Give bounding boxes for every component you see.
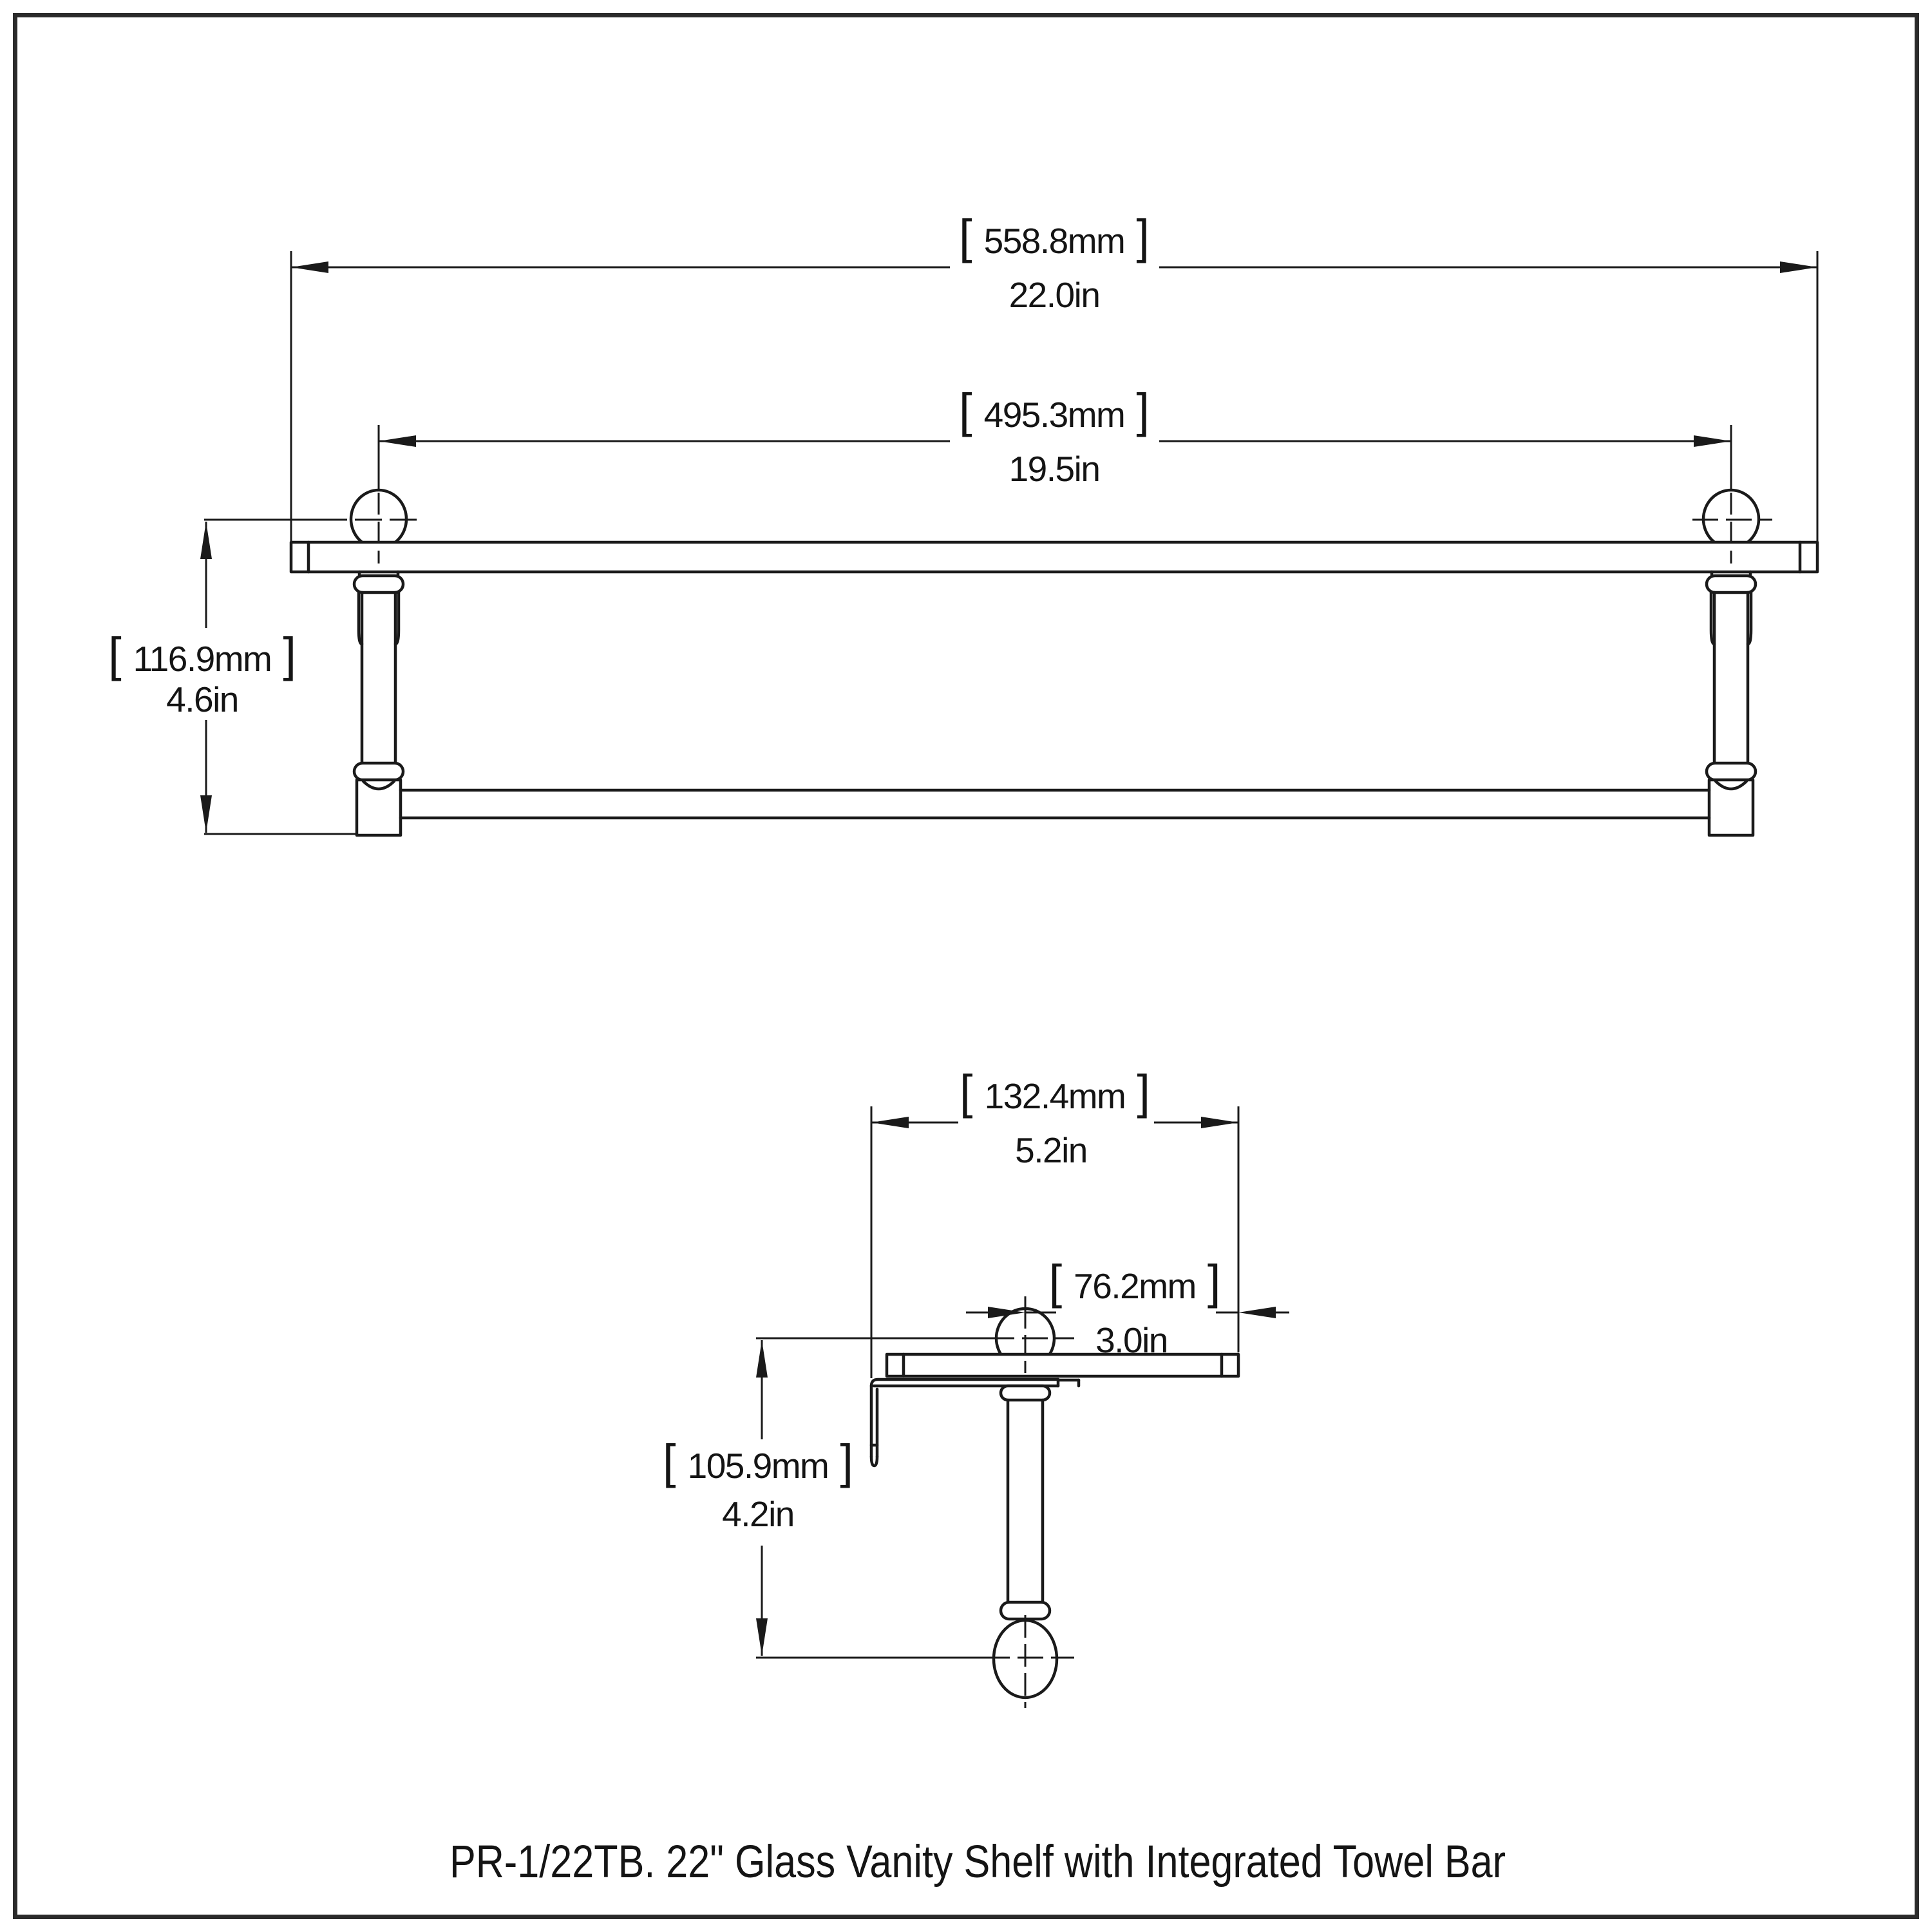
dim-label-mm: [116.9mm] xyxy=(108,628,296,681)
dim-post-offset: [76.2mm] 3.0in xyxy=(966,1255,1289,1360)
drawing-frame xyxy=(13,13,1919,1919)
dim-label-mm: [105.9mm] xyxy=(663,1435,853,1488)
post-collar-upper xyxy=(999,1384,1052,1402)
dim-label-mm: [558.8mm] xyxy=(959,210,1150,263)
dim-height: [116.9mm] 4.6in xyxy=(108,518,422,835)
dim-label-mm: [76.2mm] xyxy=(1049,1255,1221,1309)
arrowhead-left-icon xyxy=(379,435,416,447)
glass-shelf-side xyxy=(885,1352,1240,1378)
post-base-cup xyxy=(1714,779,1748,791)
dim-label-in: 19.5in xyxy=(1009,449,1100,489)
arrowhead-right-icon xyxy=(1780,261,1817,273)
mounting-post-right xyxy=(1705,570,1757,837)
dim-post-spacing: [495.3mm] 19.5in xyxy=(379,384,1731,489)
arrowhead-right-icon xyxy=(988,1307,1025,1318)
dim-label-in: 5.2in xyxy=(1015,1130,1087,1170)
arrowhead-right-icon xyxy=(1694,435,1731,447)
arrowhead-left-icon xyxy=(291,261,328,273)
wall-bracket xyxy=(869,1378,1081,1468)
arrowhead-left-icon xyxy=(1238,1307,1276,1318)
dim-overall-width: [558.8mm] 22.0in xyxy=(290,210,1819,542)
post-base-cup xyxy=(361,779,396,791)
center-lines xyxy=(377,425,1772,564)
post-collar-upper xyxy=(1705,574,1757,594)
arrowhead-down-icon xyxy=(200,795,212,833)
dim-label-in: 4.2in xyxy=(722,1494,794,1534)
arrowhead-down-icon xyxy=(756,1618,768,1656)
post-collar-lower xyxy=(1705,761,1757,782)
post-collar-upper xyxy=(352,574,405,594)
arrowhead-left-icon xyxy=(871,1117,909,1128)
dim-label-mm: [132.4mm] xyxy=(960,1065,1150,1119)
caption: PR-1/22TB. 22" Glass Vanity Shelf with I… xyxy=(450,1837,1506,1888)
mounting-post-left xyxy=(352,570,405,837)
post-base xyxy=(1707,778,1755,837)
post-collar-lower xyxy=(352,761,405,782)
side-view: [132.4mm] 5.2in [76.2mm] 3.0in [105.9mm] xyxy=(663,1065,1289,1708)
arrowhead-right-icon xyxy=(1201,1117,1238,1128)
towel-bar xyxy=(399,788,1711,820)
arrowhead-up-icon xyxy=(200,522,212,559)
glass-shelf xyxy=(289,540,1819,574)
dim-label-in: 4.6in xyxy=(166,679,238,719)
dim-label-in: 22.0in xyxy=(1009,275,1100,315)
dim-label-mm: [495.3mm] xyxy=(959,384,1150,437)
front-view: [558.8mm] 22.0in [495.3mm] 19.5in [116.9… xyxy=(108,210,1819,837)
dim-label-in: 3.0in xyxy=(1095,1320,1168,1360)
dim-drop: [105.9mm] 4.2in xyxy=(663,1337,1074,1659)
bracket-hook-tip xyxy=(869,1455,879,1468)
arrowhead-up-icon xyxy=(756,1340,768,1378)
dim-depth: [132.4mm] 5.2in xyxy=(870,1065,1240,1378)
